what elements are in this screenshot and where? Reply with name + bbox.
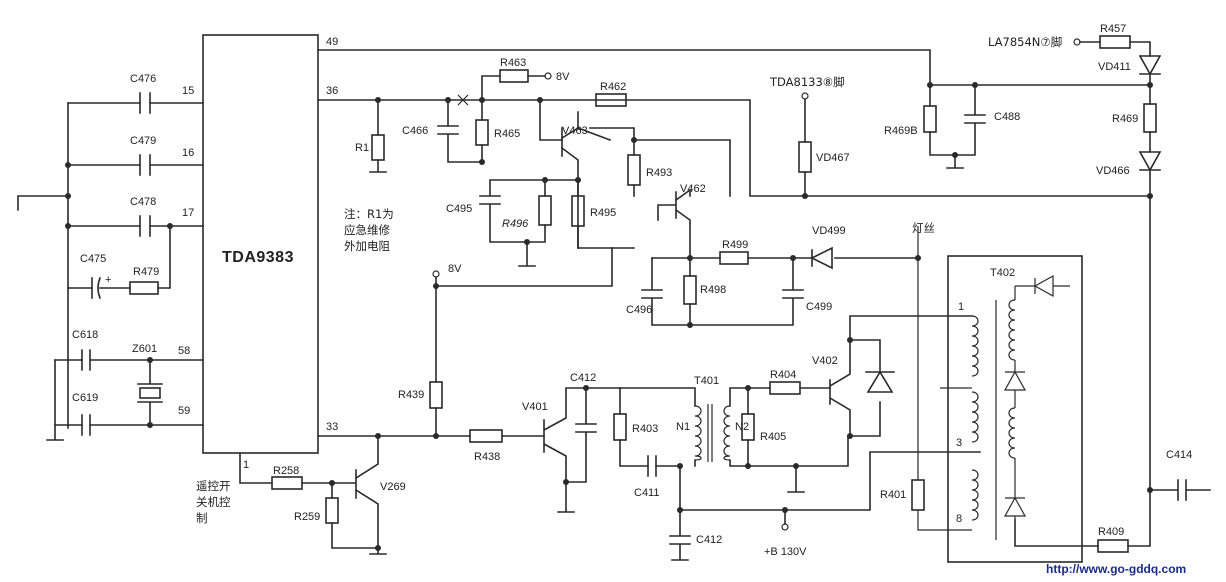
pin-17: 17: [182, 207, 194, 219]
label-n1: N1: [676, 421, 690, 433]
label-8v-top: 8V: [556, 71, 570, 83]
label-c475: C475: [80, 253, 106, 265]
label-v402: V402: [812, 355, 838, 367]
label-c488: C488: [994, 111, 1020, 123]
label-t401: T401: [694, 375, 719, 387]
t402-pin-1: 1: [958, 301, 964, 313]
label-vd411: VD411: [1098, 61, 1131, 73]
pin-58: 58: [178, 345, 190, 357]
label-vd466: VD466: [1096, 165, 1130, 177]
pin-59: 59: [178, 405, 190, 417]
label-c479: C479: [130, 135, 156, 147]
remote-label-1: 遥控开: [196, 479, 231, 493]
label-vd467: VD467: [816, 152, 850, 164]
label-vd499: VD499: [812, 225, 846, 237]
label-r463: R463: [500, 57, 526, 69]
label-c495: C495: [446, 203, 472, 215]
label-tda8133: TDA8133⑧脚: [769, 75, 845, 89]
label-z601: Z601: [132, 343, 157, 355]
label-v401: V401: [522, 401, 548, 413]
label-c466: C466: [402, 125, 428, 137]
label-r405: R405: [760, 431, 786, 443]
label-b-plus-130v: +B 130V: [764, 546, 807, 558]
label-c414: C414: [1166, 449, 1192, 461]
label-c478: C478: [130, 196, 156, 208]
watermark-url: http://www.go-gddq.com: [1046, 562, 1186, 576]
label-r493: R493: [646, 167, 672, 179]
label-c496: C496: [626, 304, 652, 316]
pin-49: 49: [326, 36, 338, 48]
label-r259: R259: [294, 511, 320, 523]
label-r496: R496: [502, 218, 529, 230]
note-line-3: 外加电阻: [344, 239, 390, 253]
left-cap-network: +: [17, 92, 204, 441]
label-r462: R462: [600, 81, 626, 93]
label-r479: R479: [133, 266, 159, 278]
label-v463: V463: [562, 125, 588, 137]
pin-36: 36: [326, 85, 338, 97]
label-8v-mid: 8V: [448, 263, 462, 275]
label-r457: R457: [1100, 23, 1126, 35]
label-v269: V269: [380, 481, 406, 493]
remote-label-3: 制: [196, 511, 208, 525]
remote-label-2: 关机控: [196, 495, 231, 509]
label-c412-bottom: C412: [696, 534, 722, 546]
label-c412-top: C412: [570, 372, 596, 384]
label-r439: R439: [398, 389, 424, 401]
label-r403: R403: [632, 423, 658, 435]
label-r465: R465: [494, 128, 520, 140]
ic-tda9383: [202, 34, 319, 454]
t402-pin-8: 8: [956, 513, 962, 525]
label-c618: C618: [72, 329, 98, 341]
label-c411: C411: [634, 487, 659, 499]
pin-1: 1: [243, 459, 249, 471]
ic-name: TDA9383: [222, 249, 294, 266]
svg-text:+: +: [105, 274, 111, 286]
t402-pin-3: 3: [956, 437, 962, 449]
label-r409: R409: [1098, 526, 1124, 538]
label-c619: C619: [72, 392, 98, 404]
label-r498: R498: [700, 284, 726, 296]
label-c476: C476: [130, 73, 156, 85]
label-t402: T402: [990, 267, 1015, 279]
t402-enclosure: [947, 255, 1083, 563]
label-r499: R499: [722, 239, 748, 251]
label-r495: R495: [590, 207, 616, 219]
label-la7854n: LA7854N⑦脚: [988, 35, 1062, 49]
label-r401: R401: [880, 489, 906, 501]
label-r469b: R469B: [884, 125, 918, 137]
pin-16: 16: [182, 147, 194, 159]
label-r469: R469: [1112, 113, 1138, 125]
label-v462: V462: [680, 183, 706, 195]
label-r1: R1: [355, 142, 369, 154]
label-c499: C499: [806, 301, 832, 313]
pin-15: 15: [182, 85, 194, 97]
note-line-2: 应急维修: [344, 223, 390, 237]
label-r258: R258: [273, 465, 299, 477]
note-line-1: 注：R1为: [344, 207, 394, 221]
pin-33: 33: [326, 421, 338, 433]
label-r404: R404: [770, 369, 796, 381]
label-r438: R438: [474, 451, 500, 463]
label-filament: 灯丝: [912, 221, 935, 235]
